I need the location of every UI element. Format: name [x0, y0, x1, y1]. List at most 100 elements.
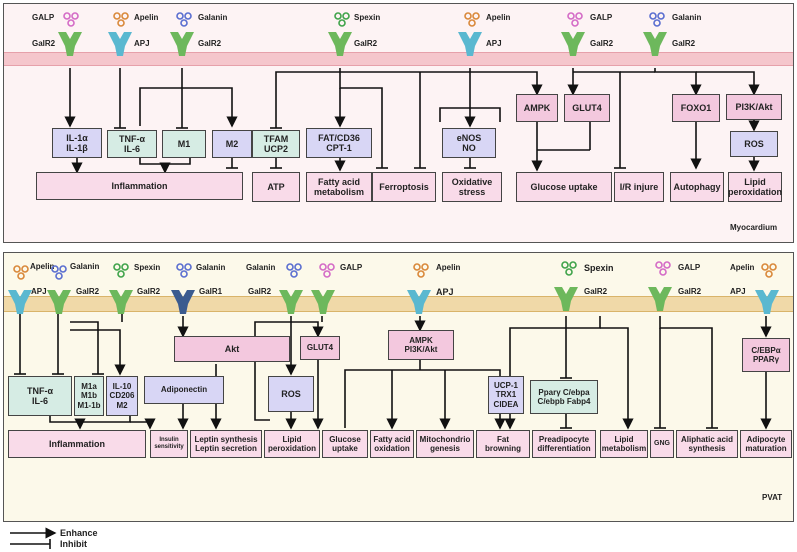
receptor-label: GalR2 — [678, 287, 702, 296]
apelin-ligand-icon — [413, 263, 429, 278]
galr2-receptor-icon — [561, 32, 585, 56]
receptor-label: GalR2 — [672, 39, 696, 48]
glut4-box: GLUT4 — [300, 336, 340, 360]
galr1-receptor-icon — [171, 290, 195, 314]
receptor-label: GalR2 — [590, 39, 614, 48]
galr2-receptor-icon — [109, 290, 133, 314]
tnf-il6-box: TNF-α IL-6 — [107, 130, 157, 158]
galanin-ligand-icon — [176, 12, 192, 27]
galanin-ligand-icon — [176, 263, 192, 278]
ligand-label: GALP — [340, 263, 363, 272]
ligand-label: Spexin — [354, 13, 381, 22]
insulin-sensitivity-outcome: Insulin sensitivity — [150, 430, 188, 458]
receptor-label: GalR2 — [32, 39, 56, 48]
inflammation-outcome: Inflammation — [36, 172, 243, 200]
spexin-ligand-icon — [334, 12, 350, 27]
ferroptosis-outcome: Ferroptosis — [372, 172, 436, 202]
inflammation-outcome: Inflammation — [8, 430, 146, 458]
enos-no-box: eNOS NO — [442, 128, 496, 158]
ampk-box: AMPK — [516, 94, 558, 122]
ros-box: ROS — [730, 131, 778, 157]
leptin-outcome: Leptin synthesis Leptin secretion — [190, 430, 262, 458]
ligand-label: GALP — [678, 263, 701, 272]
foxo1-box: FOXO1 — [672, 94, 720, 122]
fatty-acid-oxidation-outcome: Fatty acid oxidation — [370, 430, 414, 458]
receptor-label: GalR2 — [248, 287, 272, 296]
fatty-acid-metabolism-outcome: Fatty acid metabolism — [306, 172, 372, 202]
ir-injure-outcome: I/R injure — [614, 172, 664, 202]
ligand-label: Galanin — [196, 263, 226, 272]
ligand-label: GALP — [32, 13, 55, 22]
akt-box: Akt — [174, 336, 290, 362]
apelin-ligand-icon — [464, 12, 480, 27]
apj-receptor-icon — [407, 290, 431, 314]
galr2-receptor-icon — [554, 287, 578, 311]
receptor-label: APJ — [31, 287, 47, 296]
fat-cd36-box: FAT/CD36 CPT-1 — [306, 128, 372, 158]
legend-inhibit-label: Inhibit — [60, 539, 87, 549]
ros-box: ROS — [268, 376, 314, 412]
galr2-receptor-icon — [58, 32, 82, 56]
ampk-pi3k-box: AMPK PI3K/Akt — [388, 330, 454, 360]
galr2-receptor-icon — [311, 290, 335, 314]
apelin-ligand-icon — [13, 265, 29, 280]
apelin-ligand-icon — [761, 263, 777, 278]
glut4-box: GLUT4 — [564, 94, 610, 122]
m2-box: M2 — [212, 130, 252, 158]
legend-enhance-label: Enhance — [60, 528, 98, 538]
oxidative-stress-outcome: Oxidative stress — [442, 172, 502, 202]
galr2-receptor-icon — [648, 287, 672, 311]
apj-receptor-icon — [108, 32, 132, 56]
receptor-label: APJ — [134, 39, 150, 48]
lipid-peroxidation-outcome: Lipid peroxidation — [728, 172, 782, 202]
receptor-label: GalR1 — [199, 287, 223, 296]
galp-ligand-icon — [63, 12, 79, 27]
aliphatic-acid-synthesis-outcome: Aliphatic acid synthesis — [676, 430, 738, 458]
m2-markers-box: IL-10 CD206 M2 — [106, 376, 138, 416]
m1-subtypes-box: M1a M1b M1-1b — [74, 376, 104, 416]
ligand-label: Apelin — [30, 262, 55, 271]
autophagy-outcome: Autophagy — [670, 172, 724, 202]
receptor-label: GalR2 — [584, 287, 608, 296]
receptor-label: APJ — [436, 287, 454, 297]
ligand-label: Spexin — [584, 263, 614, 273]
glucose-uptake-outcome: Glucose uptake — [322, 430, 368, 458]
ligand-label: Apelin — [436, 263, 461, 272]
gng-outcome: GNG — [650, 430, 674, 458]
galanin-ligand-icon — [286, 263, 302, 278]
preadipocyte-differentiation-outcome: Preadipocyte differentiation — [532, 430, 596, 458]
ligand-label: Spexin — [134, 263, 161, 272]
ligand-label: Galanin — [672, 13, 702, 22]
ligand-label: Galanin — [70, 262, 100, 271]
pvat-membrane — [4, 296, 793, 312]
ppar-cebp-box: Pparγ C/ebpa C/ebpb Fabp4 — [530, 380, 598, 414]
ligand-label: GALP — [590, 13, 613, 22]
receptor-label: GalR2 — [354, 39, 378, 48]
tfam-ucp2-box: TFAM UCP2 — [252, 130, 300, 158]
ligand-label: Apelin — [134, 13, 159, 22]
galr2-receptor-icon — [328, 32, 352, 56]
galr2-receptor-icon — [643, 32, 667, 56]
myocardium-region-label: Myocardium — [730, 223, 778, 232]
pi3k-akt-box: PI3K/Akt — [726, 94, 782, 120]
fat-browning-outcome: Fat browning — [476, 430, 530, 458]
receptor-label: GalR2 — [76, 287, 100, 296]
ligand-label: Apelin — [730, 263, 755, 272]
apj-receptor-icon — [755, 290, 779, 314]
receptor-label: GalR2 — [198, 39, 222, 48]
receptor-label: APJ — [730, 287, 746, 296]
galp-ligand-icon — [655, 261, 671, 276]
ucp1-box: UCP-1 TRX1 CIDEA — [488, 376, 524, 414]
atp-outcome: ATP — [252, 172, 300, 202]
galp-ligand-icon — [567, 12, 583, 27]
lipid-peroxidation-outcome: Lipid peroxidation — [264, 430, 320, 458]
adipocyte-maturation-outcome: Adipocyte maturation — [740, 430, 792, 458]
spexin-ligand-icon — [113, 263, 129, 278]
ligand-label: Apelin — [486, 13, 511, 22]
tnf-il6-box: TNF-α IL-6 — [8, 376, 72, 416]
cebp-ppar-box: C/EBPα PPARγ — [742, 338, 790, 372]
adiponectin-box: Adiponectin — [144, 376, 224, 404]
apj-receptor-icon — [8, 290, 32, 314]
